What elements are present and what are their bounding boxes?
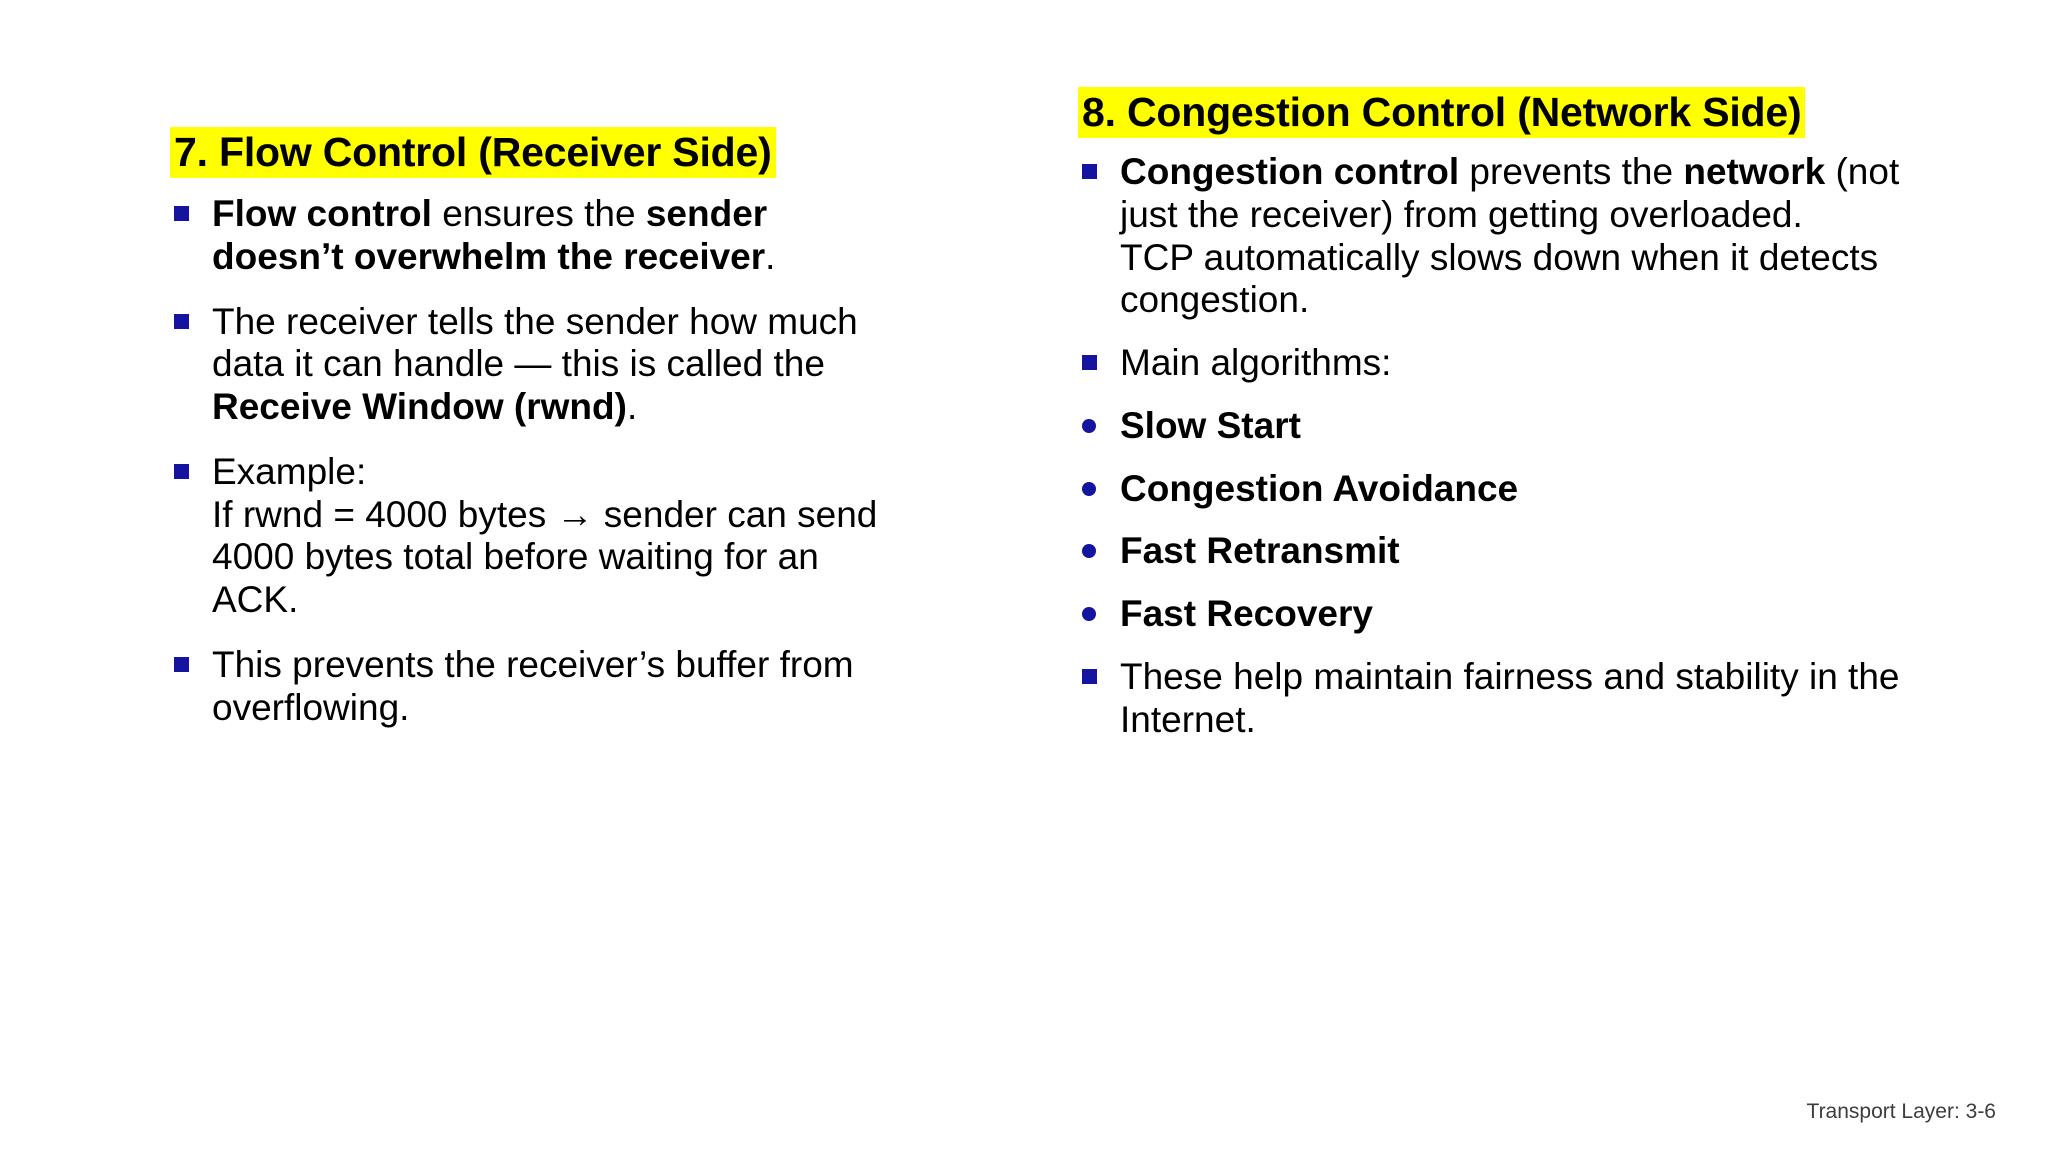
bullet-text: .: [765, 235, 776, 277]
bullet-item: Flow control ensures the sender doesn’t …: [170, 193, 900, 278]
bullet-text-bold: Congestion Avoidance: [1120, 467, 1519, 509]
left-bullet-list: Flow control ensures the sender doesn’t …: [170, 193, 900, 729]
bullet-item: These help maintain fairness and stabili…: [1078, 656, 1908, 741]
bullet-text: These help maintain fairness and stabili…: [1120, 655, 1900, 740]
bullet-text: Example: If rwnd = 4000 bytes → sender c…: [212, 450, 878, 621]
bullet-text-bold: Receive Window (rwnd): [212, 386, 627, 428]
bullet-text-bold: sender doesn’t overwhelm the receiver: [212, 193, 768, 277]
slide-footer: Transport Layer: 3-6: [1806, 1100, 1996, 1123]
bullet-text: ensures the: [431, 193, 646, 235]
bullet-item: Congestion control prevents the network …: [1078, 151, 1908, 322]
bullet-text-bold: Flow control: [212, 193, 432, 235]
right-content-column: 8. Congestion Control (Network Side) Con…: [1078, 87, 1908, 761]
bullet-text-bold: Congestion control: [1120, 151, 1460, 193]
bullet-text-bold: network: [1683, 151, 1826, 193]
bullet-item: Fast Retransmit: [1078, 530, 1908, 573]
bullet-text-bold: Fast Retransmit: [1120, 530, 1400, 572]
bullet-text-bold: Fast Recovery: [1120, 593, 1373, 635]
bullet-item: Example: If rwnd = 4000 bytes → sender c…: [170, 451, 900, 622]
left-heading-highlight: 7. Flow Control (Receiver Side): [170, 127, 776, 178]
right-bullet-list: Congestion control prevents the network …: [1078, 151, 1908, 741]
bullet-text: This prevents the receiver’s buffer from…: [212, 643, 854, 728]
bullet-text: prevents the: [1459, 151, 1684, 193]
bullet-text: .: [626, 386, 638, 428]
bullet-item: Main algorithms:: [1078, 342, 1908, 385]
bullet-item: Fast Recovery: [1078, 593, 1908, 636]
right-heading-highlight: 8. Congestion Control (Network Side): [1078, 87, 1806, 138]
right-column-heading: 8. Congestion Control (Network Side): [1078, 87, 1908, 138]
bullet-text: (not just the receiver) from getting ove…: [1120, 151, 1900, 321]
bullet-item: The receiver tells the sender how much d…: [170, 301, 900, 429]
bullet-text: The receiver tells the sender how much d…: [212, 300, 858, 385]
bullet-item: This prevents the receiver’s buffer from…: [170, 644, 900, 729]
bullet-item: Congestion Avoidance: [1078, 468, 1908, 511]
left-column-heading: 7. Flow Control (Receiver Side): [170, 127, 900, 178]
bullet-text-bold: Slow Start: [1120, 404, 1301, 446]
left-content-column: 7. Flow Control (Receiver Side) Flow con…: [170, 127, 900, 729]
bullet-text: Main algorithms:: [1120, 342, 1392, 384]
bullet-item: Slow Start: [1078, 405, 1908, 448]
